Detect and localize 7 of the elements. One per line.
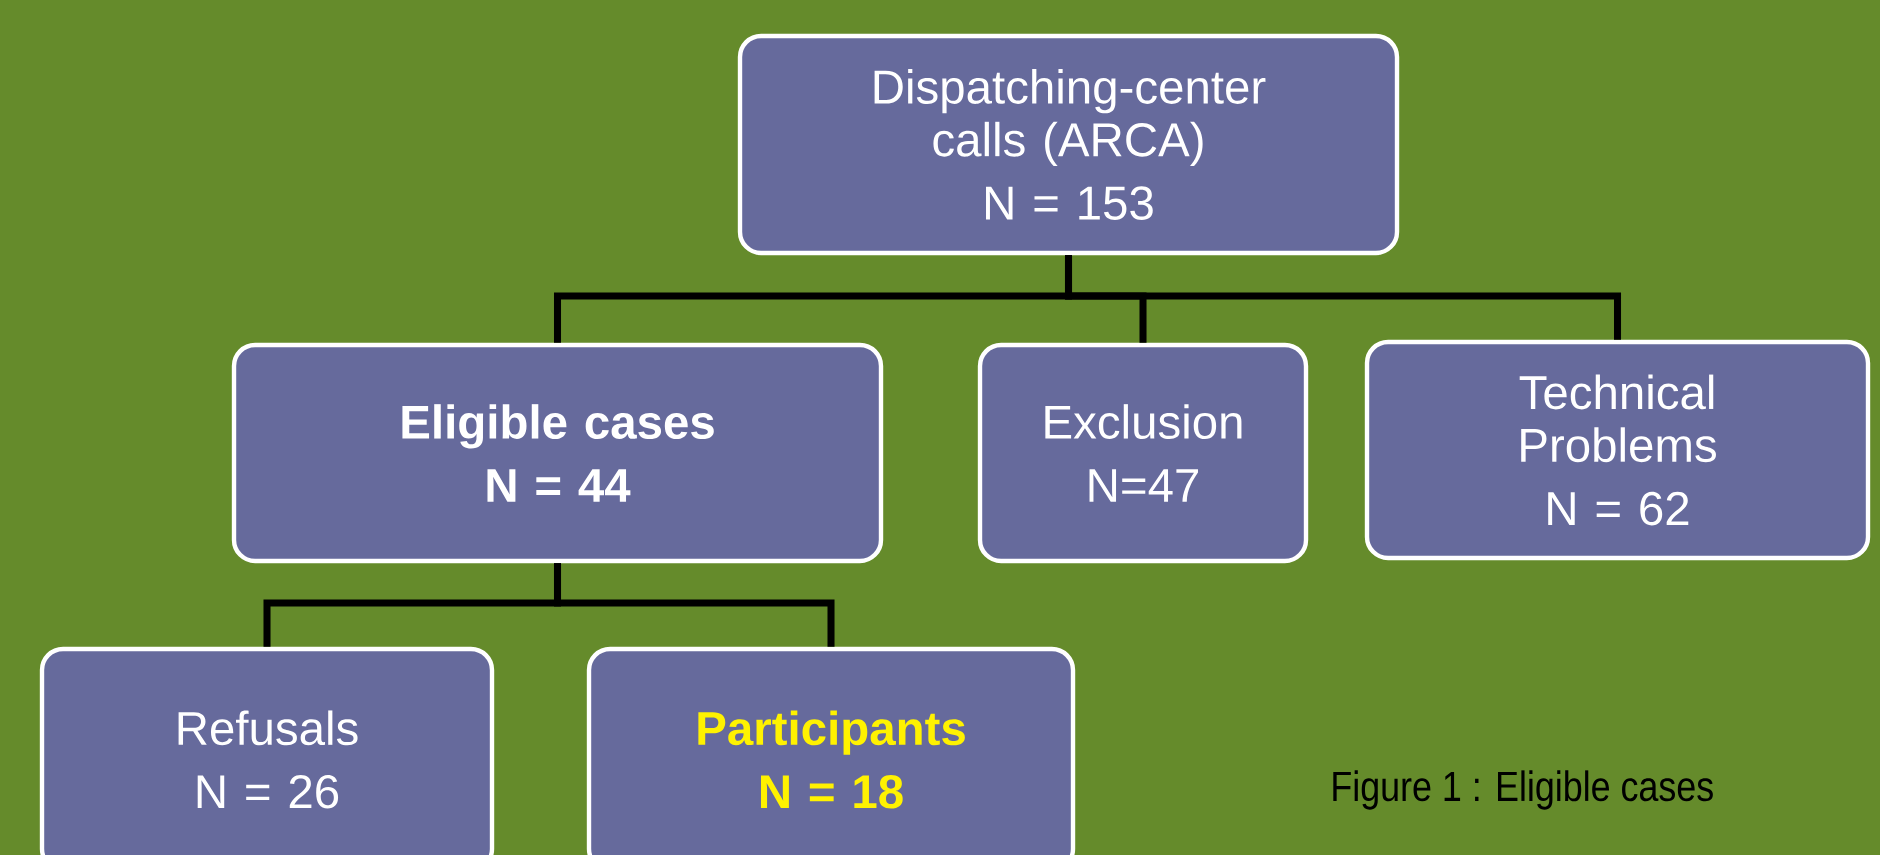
figure-caption: Figure 1 : Eligible cases [1333,770,1713,810]
process-box: Technical Problems N = 62 [1364,339,1871,561]
process-box: Eligible cases N = 44 [231,342,884,564]
process-box: Dispatching-center calls (ARCA) N = 153 [737,33,1400,256]
process-box: Participants N = 18 [586,646,1076,855]
process-box: Exclusion N=47 [977,342,1309,564]
process-box: Refusals N = 26 [39,646,495,855]
